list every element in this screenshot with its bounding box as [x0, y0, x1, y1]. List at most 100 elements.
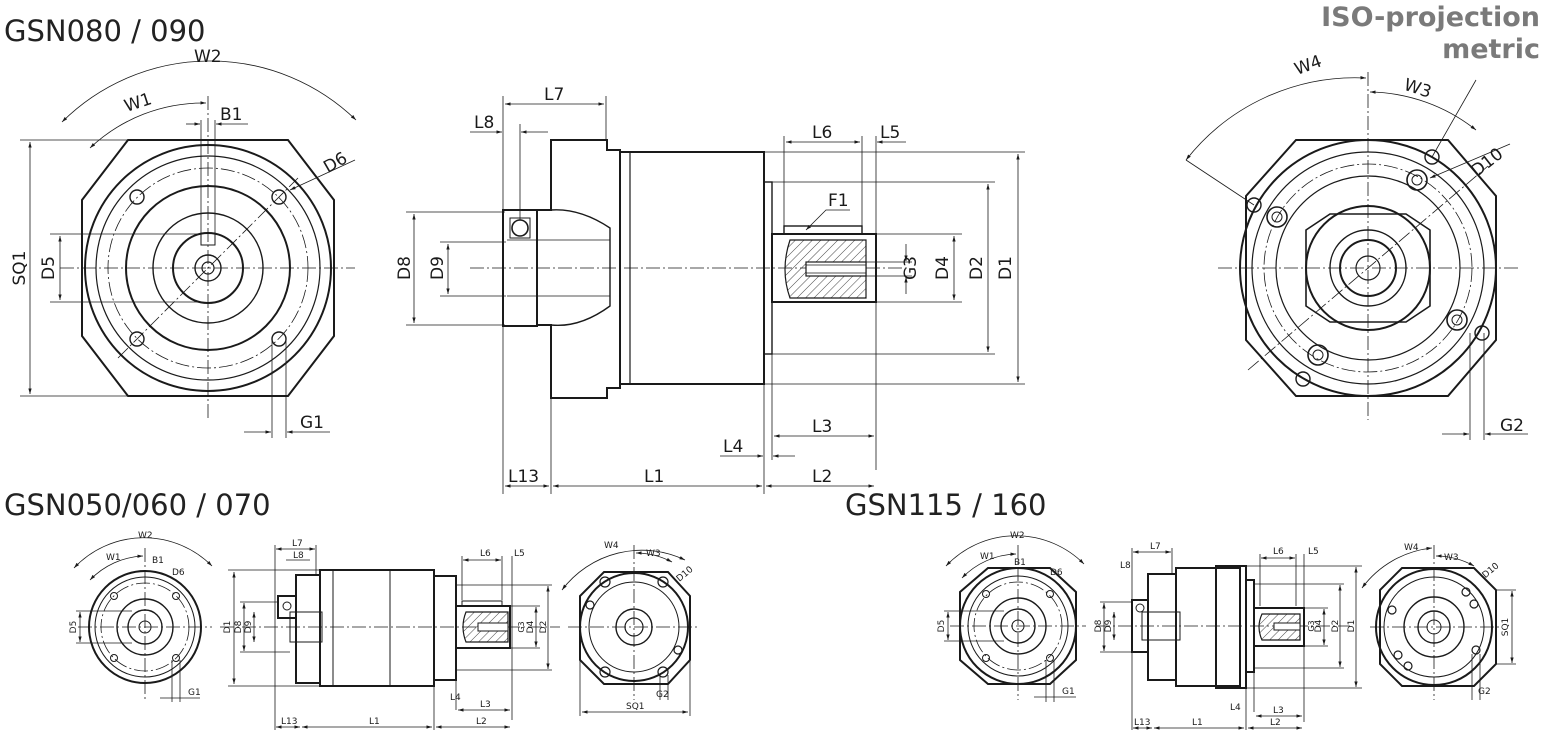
dim-sq1: SQ1	[10, 251, 30, 286]
small-right-g1: G1	[1062, 687, 1075, 697]
small-right-d10: D10	[1481, 561, 1502, 581]
small-right-d9: D9	[1104, 619, 1114, 632]
front-diag-centerline	[117, 177, 299, 359]
dim-l3: L3	[812, 417, 832, 437]
small-left-g2: G2	[656, 690, 669, 700]
dim-l2: L2	[812, 467, 832, 487]
small-left-l1: L1	[369, 717, 380, 727]
dim-l6: L6	[812, 123, 832, 143]
small-right-d2: D2	[1331, 620, 1341, 633]
title-gsn080-090: GSN080 / 090	[4, 14, 206, 48]
small-left-l2: L2	[476, 717, 487, 727]
small-right-l8: L8	[1120, 561, 1131, 571]
small-right-d1: D1	[1347, 620, 1357, 633]
small-right-l7: L7	[1150, 542, 1161, 552]
small-right-d4: D4	[1314, 619, 1324, 632]
dim-d2: D2	[967, 256, 987, 280]
small-right-l5: L5	[1308, 547, 1319, 557]
small-right-d6: D6	[1050, 568, 1063, 578]
rear-flange-outline	[1245, 139, 1497, 397]
small-left-g1: G1	[188, 688, 201, 698]
small-left-d4: D4	[526, 620, 536, 633]
dim-w3: W3	[1401, 75, 1433, 103]
small-left-d9: D9	[244, 620, 254, 633]
rear-shaft-collar	[1305, 213, 1431, 323]
dim-g2: G2	[1500, 416, 1524, 436]
dim-d6: D6	[320, 148, 351, 177]
small-right-rear-view: W4 W3 D10 SQ1 G2	[1361, 543, 1516, 700]
dim-l7: L7	[544, 85, 564, 105]
projection-note: ISO-projection metric	[1321, 2, 1540, 66]
small-left-g3: G3	[517, 621, 526, 632]
dim-d8: D8	[395, 256, 415, 280]
small-left-d1: D1	[223, 621, 233, 634]
small-right-l2: L2	[1270, 718, 1281, 728]
side-thread-hole	[805, 261, 867, 277]
side-adapter-curve	[550, 209, 611, 327]
dim-d9: D9	[428, 256, 448, 280]
title-gsn050-060-070: GSN050/060 / 070	[4, 488, 271, 522]
dim-l8: L8	[474, 113, 494, 133]
dim-d4: D4	[933, 256, 953, 280]
small-left-d2: D2	[539, 621, 549, 634]
dim-d5: D5	[39, 256, 59, 280]
small-right-side-view: L7 L8 L6 L5 D8 D9 G3 D4 D2 D1 L4 L3 L13	[1094, 542, 1362, 730]
side-adapter-flange	[536, 139, 621, 399]
small-right-g2: G2	[1478, 687, 1491, 697]
small-left-l3: L3	[480, 700, 491, 710]
small-left-l13: L13	[281, 717, 297, 727]
arc-w1	[89, 101, 207, 149]
small-left-d6: D6	[172, 568, 185, 578]
small-left-d5: D5	[69, 621, 79, 634]
small-right-g3: G3	[1307, 620, 1316, 631]
small-right-w1: W1	[980, 552, 995, 562]
small-right-l1: L1	[1192, 718, 1203, 728]
projection-line-1: ISO-projection	[1321, 2, 1540, 33]
dim-l4: L4	[723, 437, 743, 457]
small-right-w3: W3	[1444, 553, 1459, 563]
small-left-rear-view: W4 W3 D10 G2 SQ1	[561, 541, 700, 716]
dim-w4: W4	[1292, 52, 1325, 80]
small-right-w2: W2	[1010, 531, 1025, 541]
small-right-l13: L13	[1134, 718, 1150, 728]
rear-bolt-holes	[1246, 149, 1490, 387]
dim-b1: B1	[220, 105, 242, 125]
small-left-l5: L5	[514, 549, 525, 559]
dim-l13: L13	[508, 467, 539, 487]
small-right-d8: D8	[1094, 619, 1104, 632]
main-rear-view: W4 W3 D10 G2	[1185, 52, 1528, 440]
projection-line-2: metric	[1442, 34, 1540, 65]
arc-w2	[61, 60, 357, 123]
small-left-sq1: SQ1	[626, 702, 645, 712]
small-left-l6: L6	[480, 549, 491, 559]
arc-w4	[1185, 76, 1367, 161]
small-right-b1: B1	[1014, 558, 1026, 568]
side-key	[783, 225, 863, 235]
dim-f1: F1	[828, 191, 849, 211]
dim-w2: W2	[194, 47, 222, 67]
small-left-l8: L8	[293, 551, 304, 561]
small-left-w1: W1	[106, 553, 121, 563]
dim-l1: L1	[644, 467, 664, 487]
small-left-w3: W3	[646, 549, 661, 559]
small-left-w2: W2	[138, 531, 153, 541]
small-right-front-view: W2 W1 B1 D6 D5 G1	[937, 531, 1086, 702]
small-left-l4: L4	[450, 693, 461, 703]
small-right-d5: D5	[937, 620, 947, 633]
small-right-l3: L3	[1273, 706, 1284, 716]
title-gsn115-160: GSN115 / 160	[845, 488, 1047, 522]
dim-d1: D1	[996, 256, 1016, 280]
dim-d10: D10	[1468, 144, 1508, 181]
arc-w3	[1369, 90, 1477, 131]
small-left-d10: D10	[675, 565, 696, 585]
small-left-b1: B1	[152, 556, 164, 566]
main-side-view: D8 D9 L7 L8 L6 L5 F1 G3	[395, 85, 1025, 494]
small-left-l7: L7	[292, 539, 303, 549]
small-left-d8: D8	[234, 620, 244, 633]
small-right-l6: L6	[1273, 547, 1284, 557]
small-right-l4: L4	[1230, 703, 1241, 713]
small-left-front-view: W2 W1 B1 D6 D5 G1	[69, 531, 213, 702]
small-left-w4: W4	[604, 541, 619, 551]
front-flange-outline	[81, 139, 335, 397]
